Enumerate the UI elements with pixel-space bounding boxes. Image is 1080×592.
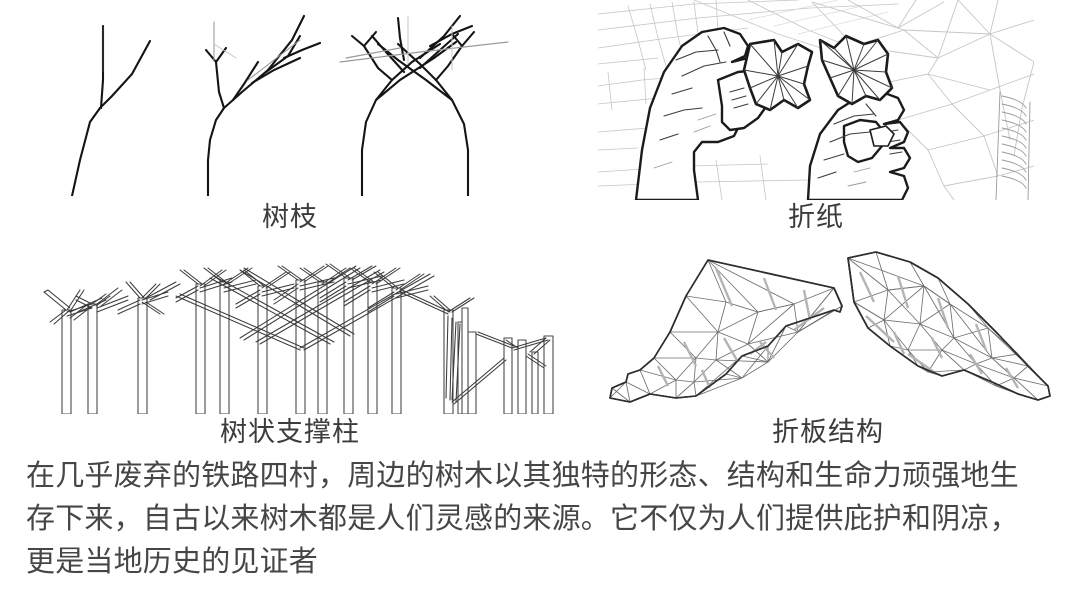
panel-tree-columns	[0, 252, 580, 414]
tree-column-elevation-drawing	[0, 252, 580, 414]
folded-plate-axonometric-drawing	[598, 246, 1058, 414]
panel-tree-branches	[0, 0, 580, 196]
description-paragraph: 在几乎废弃的铁路四村，周边的树木以其独特的形态、结构和生命力顽强地生 存下来，自…	[26, 455, 1060, 584]
panel-folded-plate-structure	[598, 246, 1058, 414]
tree-branch-sketch	[0, 0, 580, 196]
paragraph-line-2: 存下来，自古以来树木都是人们灵感的来源。它不仅为人们提供庇护和阴凉，	[26, 503, 1019, 535]
paragraph-line-1: 在几乎废弃的铁路四村，周边的树木以其独特的形态、结构和生命力顽强地生	[26, 460, 1019, 492]
paragraph-line-3: 更是当地历史的见证者	[26, 546, 319, 578]
caption-folded-plate: 折板结构	[772, 417, 884, 447]
hands-folding-paper-lineart	[598, 0, 1034, 200]
caption-tree-columns: 树状支撑柱	[220, 417, 360, 447]
panel-origami-photo	[598, 0, 1034, 200]
caption-tree-branches: 树枝	[262, 202, 318, 232]
caption-origami: 折纸	[788, 202, 844, 232]
